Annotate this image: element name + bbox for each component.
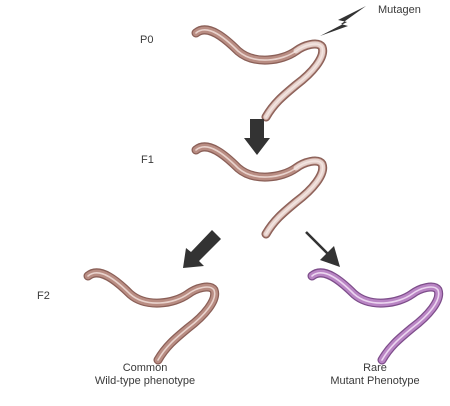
wildtype-caption-line2: Wild-type phenotype (94, 375, 196, 387)
f1-worm (196, 147, 323, 234)
f1-label: F1 (141, 154, 154, 166)
mutant-worm (312, 273, 439, 360)
wildtype-caption: Common Wild-type phenotype (70, 362, 220, 388)
lightning-bolt-icon (320, 6, 366, 36)
p0-worm (196, 30, 323, 117)
arrow-f1-to-wildtype (183, 230, 221, 268)
p0-label: P0 (140, 34, 154, 46)
wildtype-worm (88, 273, 215, 360)
f2-label: F2 (37, 290, 50, 302)
mutant-caption: Rare Mutant Phenotype (300, 362, 450, 388)
arrow-p0-to-f1 (244, 119, 270, 155)
mutant-caption-line1: Rare (363, 362, 387, 374)
mutagen-label: Mutagen (378, 4, 421, 16)
mutant-caption-line2: Mutant Phenotype (330, 375, 420, 387)
arrow-f1-to-mutant (305, 231, 340, 267)
wildtype-caption-line1: Common (122, 362, 168, 374)
